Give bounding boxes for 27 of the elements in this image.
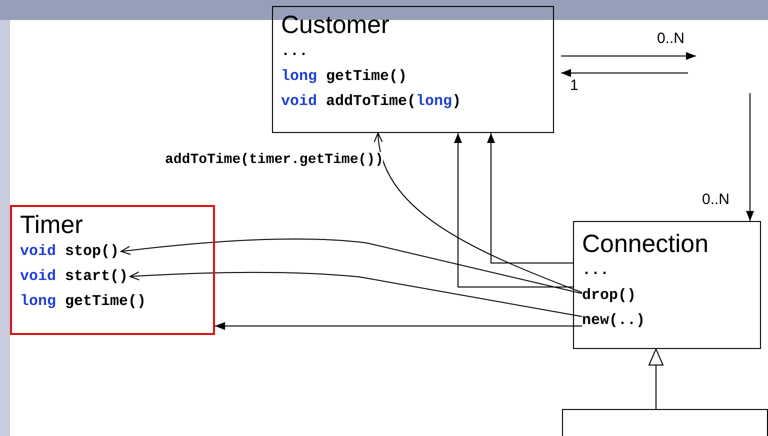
arrow: [454, 132, 574, 288]
class-box: [562, 409, 768, 436]
class-box: [272, 6, 554, 133]
arrow: [487, 132, 574, 264]
arrow: [130, 272, 582, 317]
class-box: [573, 221, 761, 349]
ellipsis-text: ...: [281, 42, 308, 62]
edge-label: addToTime(timer.getTime()): [165, 152, 384, 168]
arrow: [214, 322, 582, 330]
arrow: [120, 238, 582, 294]
method-signature: void stop(): [20, 239, 120, 264]
method-signature: drop(): [582, 283, 636, 308]
method-signature: long getTime(): [20, 289, 146, 314]
method-signature: new(..): [582, 308, 646, 333]
arrow: [560, 52, 696, 60]
arrow: [374, 132, 582, 293]
arrow: [648, 348, 664, 410]
class-name: Timer: [20, 211, 83, 239]
method-signature: void start(): [20, 264, 128, 289]
method-signature: void addToTime(long): [281, 92, 462, 112]
class-name: Connection: [582, 230, 708, 258]
ellipsis-text: ...: [582, 261, 610, 281]
arrow: [746, 92, 754, 222]
class-box: [10, 205, 215, 335]
arrow: [560, 69, 688, 77]
method-signature: long getTime(): [281, 67, 408, 87]
class-name: Customer: [281, 11, 390, 39]
